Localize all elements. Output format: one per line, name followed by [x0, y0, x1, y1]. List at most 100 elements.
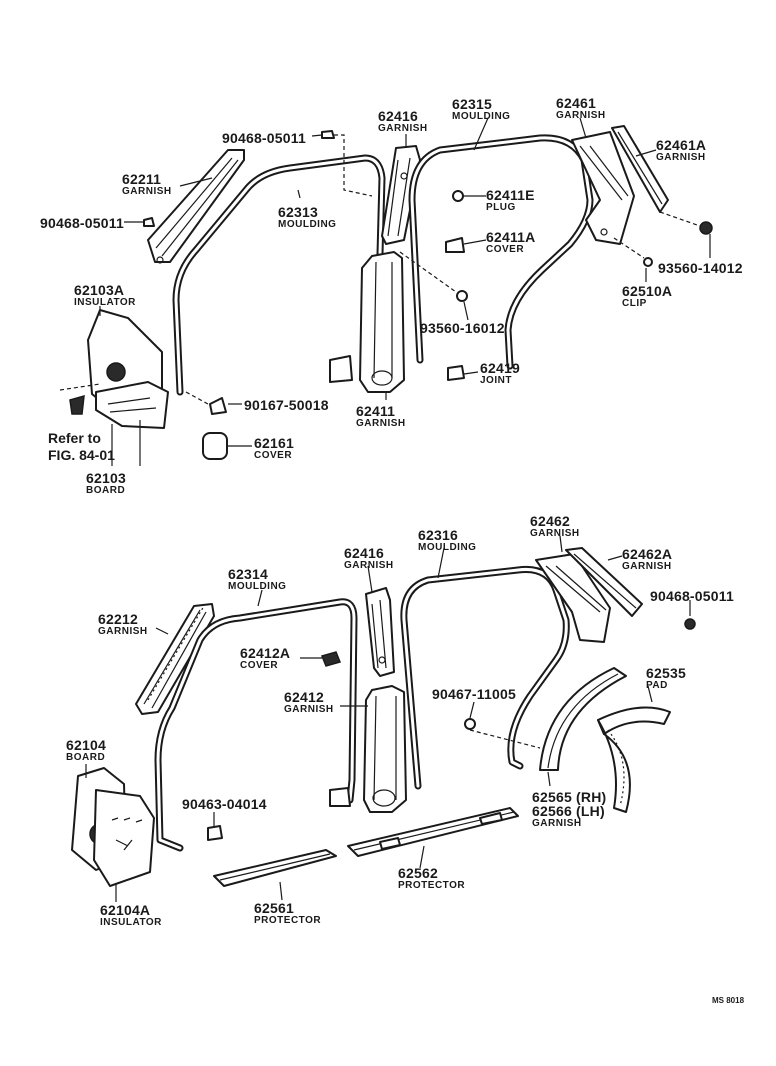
part-number: 62565 (RH) [532, 789, 607, 805]
part-number: 62510A [622, 283, 673, 299]
bottom-fasteners [207, 618, 696, 841]
part-name: GARNISH [656, 152, 706, 163]
center-pillar-lower-garnish-62412 [363, 685, 407, 813]
top-leader-lines [99, 117, 711, 466]
part-number: 90463-04014 [182, 796, 267, 812]
part-number: 62314 [228, 566, 268, 582]
part-name: COVER [240, 660, 279, 671]
callout-90468-05011-a: 90468-05011 [222, 131, 306, 145]
part-number: 62104A [100, 902, 151, 918]
part-number: 62211 [122, 171, 162, 187]
part-name: PAD [646, 680, 668, 691]
part-name: PLUG [486, 202, 516, 213]
callout-90167-50018: 90167-50018 [244, 398, 329, 412]
part-number: 90468-05011 [40, 215, 124, 231]
part-name: GARNISH [532, 818, 582, 829]
part-number: 62461 [556, 95, 596, 111]
callout-62411: 62411 GARNISH [356, 404, 406, 429]
part-name: INSULATOR [100, 917, 162, 928]
part-number: 90468-05011 [222, 130, 306, 146]
part-number: 62462 [530, 513, 570, 529]
part-number: 90468-05011 [650, 588, 734, 604]
part-name: JOINT [480, 375, 512, 386]
part-name: CLIP [622, 298, 647, 309]
part-number: 90467-11005 [432, 686, 516, 702]
part-number: 62103A [74, 282, 125, 298]
part-name: GARNISH [344, 560, 394, 571]
callout-62416-bottom: 62416 GARNISH [344, 546, 394, 571]
part-number: 62412 [284, 689, 324, 705]
part-name: BOARD [86, 485, 126, 496]
part-number: 62535 [646, 665, 686, 681]
part-number: 62562 [398, 865, 438, 881]
callout-62411e: 62411E PLUG [486, 188, 535, 213]
callout-62462: 62462 GARNISH [530, 514, 580, 539]
callout-62314: 62314 MOULDING [228, 567, 286, 592]
part-number: 62411E [486, 187, 535, 203]
part-number: 93560-14012 [658, 260, 743, 276]
part-number: 62212 [98, 611, 138, 627]
part-number: 90167-50018 [244, 397, 329, 413]
part-number: 62412A [240, 645, 291, 661]
part-name: GARNISH [356, 418, 406, 429]
part-number: 62561 [254, 900, 294, 916]
callout-62561: 62561 PROTECTOR [254, 901, 321, 926]
protector-62561 [213, 849, 337, 887]
protector-62562 [347, 807, 519, 857]
wheel-arch-garnish-62565 [539, 667, 627, 771]
center-pillar-upper-garnish-62416-bottom [365, 587, 395, 677]
part-number: 62313 [278, 204, 318, 220]
callout-62104a: 62104A INSULATOR [100, 903, 162, 928]
callout-62565: 62565 (RH) [532, 790, 606, 804]
part-number: 62416 [378, 108, 418, 124]
part-name: GARNISH [122, 186, 172, 197]
part-number: 62103 [86, 470, 126, 486]
part-number: 62161 [254, 435, 294, 451]
part-number: 62104 [66, 737, 106, 753]
part-name: PROTECTOR [254, 915, 322, 926]
part-name: MOULDING [452, 111, 511, 122]
callout-62535: 62535 PAD [646, 666, 686, 691]
part-name: BOARD [66, 752, 106, 763]
callout-62212: 62212 GARNISH [98, 612, 148, 637]
part-number: 62419 [480, 360, 520, 376]
callout-90467-11005: 90467-11005 [432, 687, 516, 701]
part-number: 62462A [622, 546, 673, 562]
part-number: 93560-16012 [420, 320, 505, 336]
cowl-side-board-62103-assembly [59, 309, 169, 429]
part-name: COVER [486, 244, 525, 255]
quarter-garnish-62461a [611, 125, 669, 213]
callout-62461a: 62461A GARNISH [656, 138, 706, 163]
callout-62416-top: 62416 GARNISH [378, 109, 428, 134]
part-number: 62461A [656, 137, 707, 153]
callout-62103a: 62103A INSULATOR [74, 283, 136, 308]
part-name: GARNISH [556, 110, 606, 121]
center-pillar-upper-garnish-62416-top [381, 145, 421, 245]
callout-62412: 62412 GARNISH [284, 690, 334, 715]
figure-reference: Refer to FIG. 84-01 [48, 430, 115, 464]
part-name: COVER [254, 450, 293, 461]
callout-62562: 62562 PROTECTOR [398, 866, 465, 891]
callout-62316: 62316 MOULDING [418, 528, 476, 553]
cowl-side-board-62104-assembly [71, 767, 155, 887]
pad-62535 [597, 706, 671, 813]
front-pillar-garnish-62212 [135, 603, 215, 715]
part-name: MOULDING [418, 542, 477, 553]
part-name: MOULDING [278, 219, 337, 230]
reference-line-1: Refer to [48, 430, 101, 446]
reference-line-2: FIG. 84-01 [48, 447, 115, 463]
part-name: MOULDING [228, 581, 287, 592]
bottom-leader-lines [85, 535, 691, 902]
center-pillar-lower-garnish-62411-top [359, 251, 405, 393]
callout-62411a: 62411A COVER [486, 230, 535, 255]
callout-90468-05011-c: 90468-05011 [650, 589, 734, 603]
callout-90463-04014: 90463-04014 [182, 797, 267, 811]
callout-90468-05011-b: 90468-05011 [40, 216, 124, 230]
top-fasteners [143, 130, 713, 415]
cover-62161 [202, 432, 228, 460]
part-number: 62315 [452, 96, 492, 112]
callout-62315: 62315 MOULDING [452, 97, 510, 122]
part-name: GARNISH [98, 626, 148, 637]
callout-62412a: 62412A COVER [240, 646, 290, 671]
